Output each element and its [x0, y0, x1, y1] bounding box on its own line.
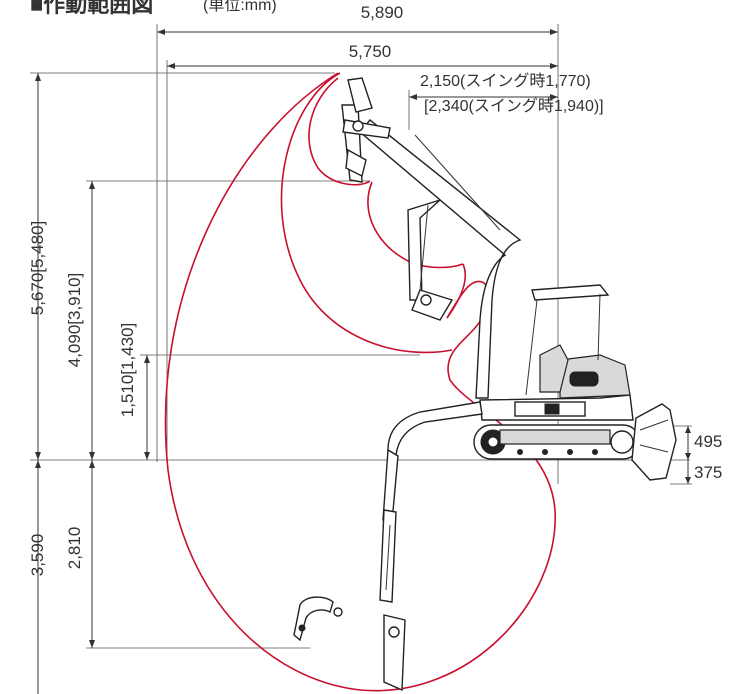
reach-ground-label: 5,750 — [349, 42, 392, 61]
dim-vertical-wall-depth: 2,810 — [65, 460, 310, 649]
bucket-bottom — [383, 614, 406, 692]
dim-blade: 495 375 — [670, 425, 722, 485]
operator-seat — [539, 344, 569, 393]
blade-lift-label: 495 — [694, 432, 722, 451]
bucket-far — [293, 596, 334, 642]
dump-height-label: 4,090[3,910] — [65, 273, 84, 368]
bucket-mid — [411, 289, 454, 321]
vertical-wall-depth-label: 2,810 — [65, 527, 84, 570]
bucket-top — [347, 77, 373, 113]
max-height-label: 5,670[5,480] — [28, 221, 47, 316]
diagram-title: ■作動範囲図 — [30, 0, 153, 17]
swing-radius-alt-label: [2,340(スイング時1,940)] — [424, 97, 604, 115]
dim-min-dump-height: 1,510[1,430] — [118, 323, 420, 460]
dozer-blade — [631, 403, 677, 481]
canopy-roof — [531, 284, 610, 301]
dim-dump-height: 4,090[3,910] — [65, 180, 370, 460]
dim-max-height: 5,670[5,480] — [28, 72, 335, 460]
boom-lowered — [387, 401, 483, 457]
dim-reach-overall: 5,890 — [156, 3, 559, 484]
swing-radius-label: 2,150(スイング時1,770) — [420, 72, 591, 90]
dim-reach-ground: 5,750 — [166, 42, 558, 462]
unit-note: (単位:mm) — [203, 0, 277, 14]
min-dump-height-label: 1,510[1,430] — [118, 323, 137, 418]
max-depth-label: 3,590 — [28, 534, 47, 577]
dim-swing-radius: 2,150(スイング時1,770) [2,340(スイング時1,940)] — [408, 72, 604, 130]
blade-drop-label: 375 — [694, 463, 722, 482]
excavator-drawing — [293, 77, 677, 692]
reach-overall-label: 5,890 — [361, 3, 404, 22]
dim-max-depth: 3,590 — [28, 460, 47, 694]
boom-raised — [359, 119, 522, 399]
